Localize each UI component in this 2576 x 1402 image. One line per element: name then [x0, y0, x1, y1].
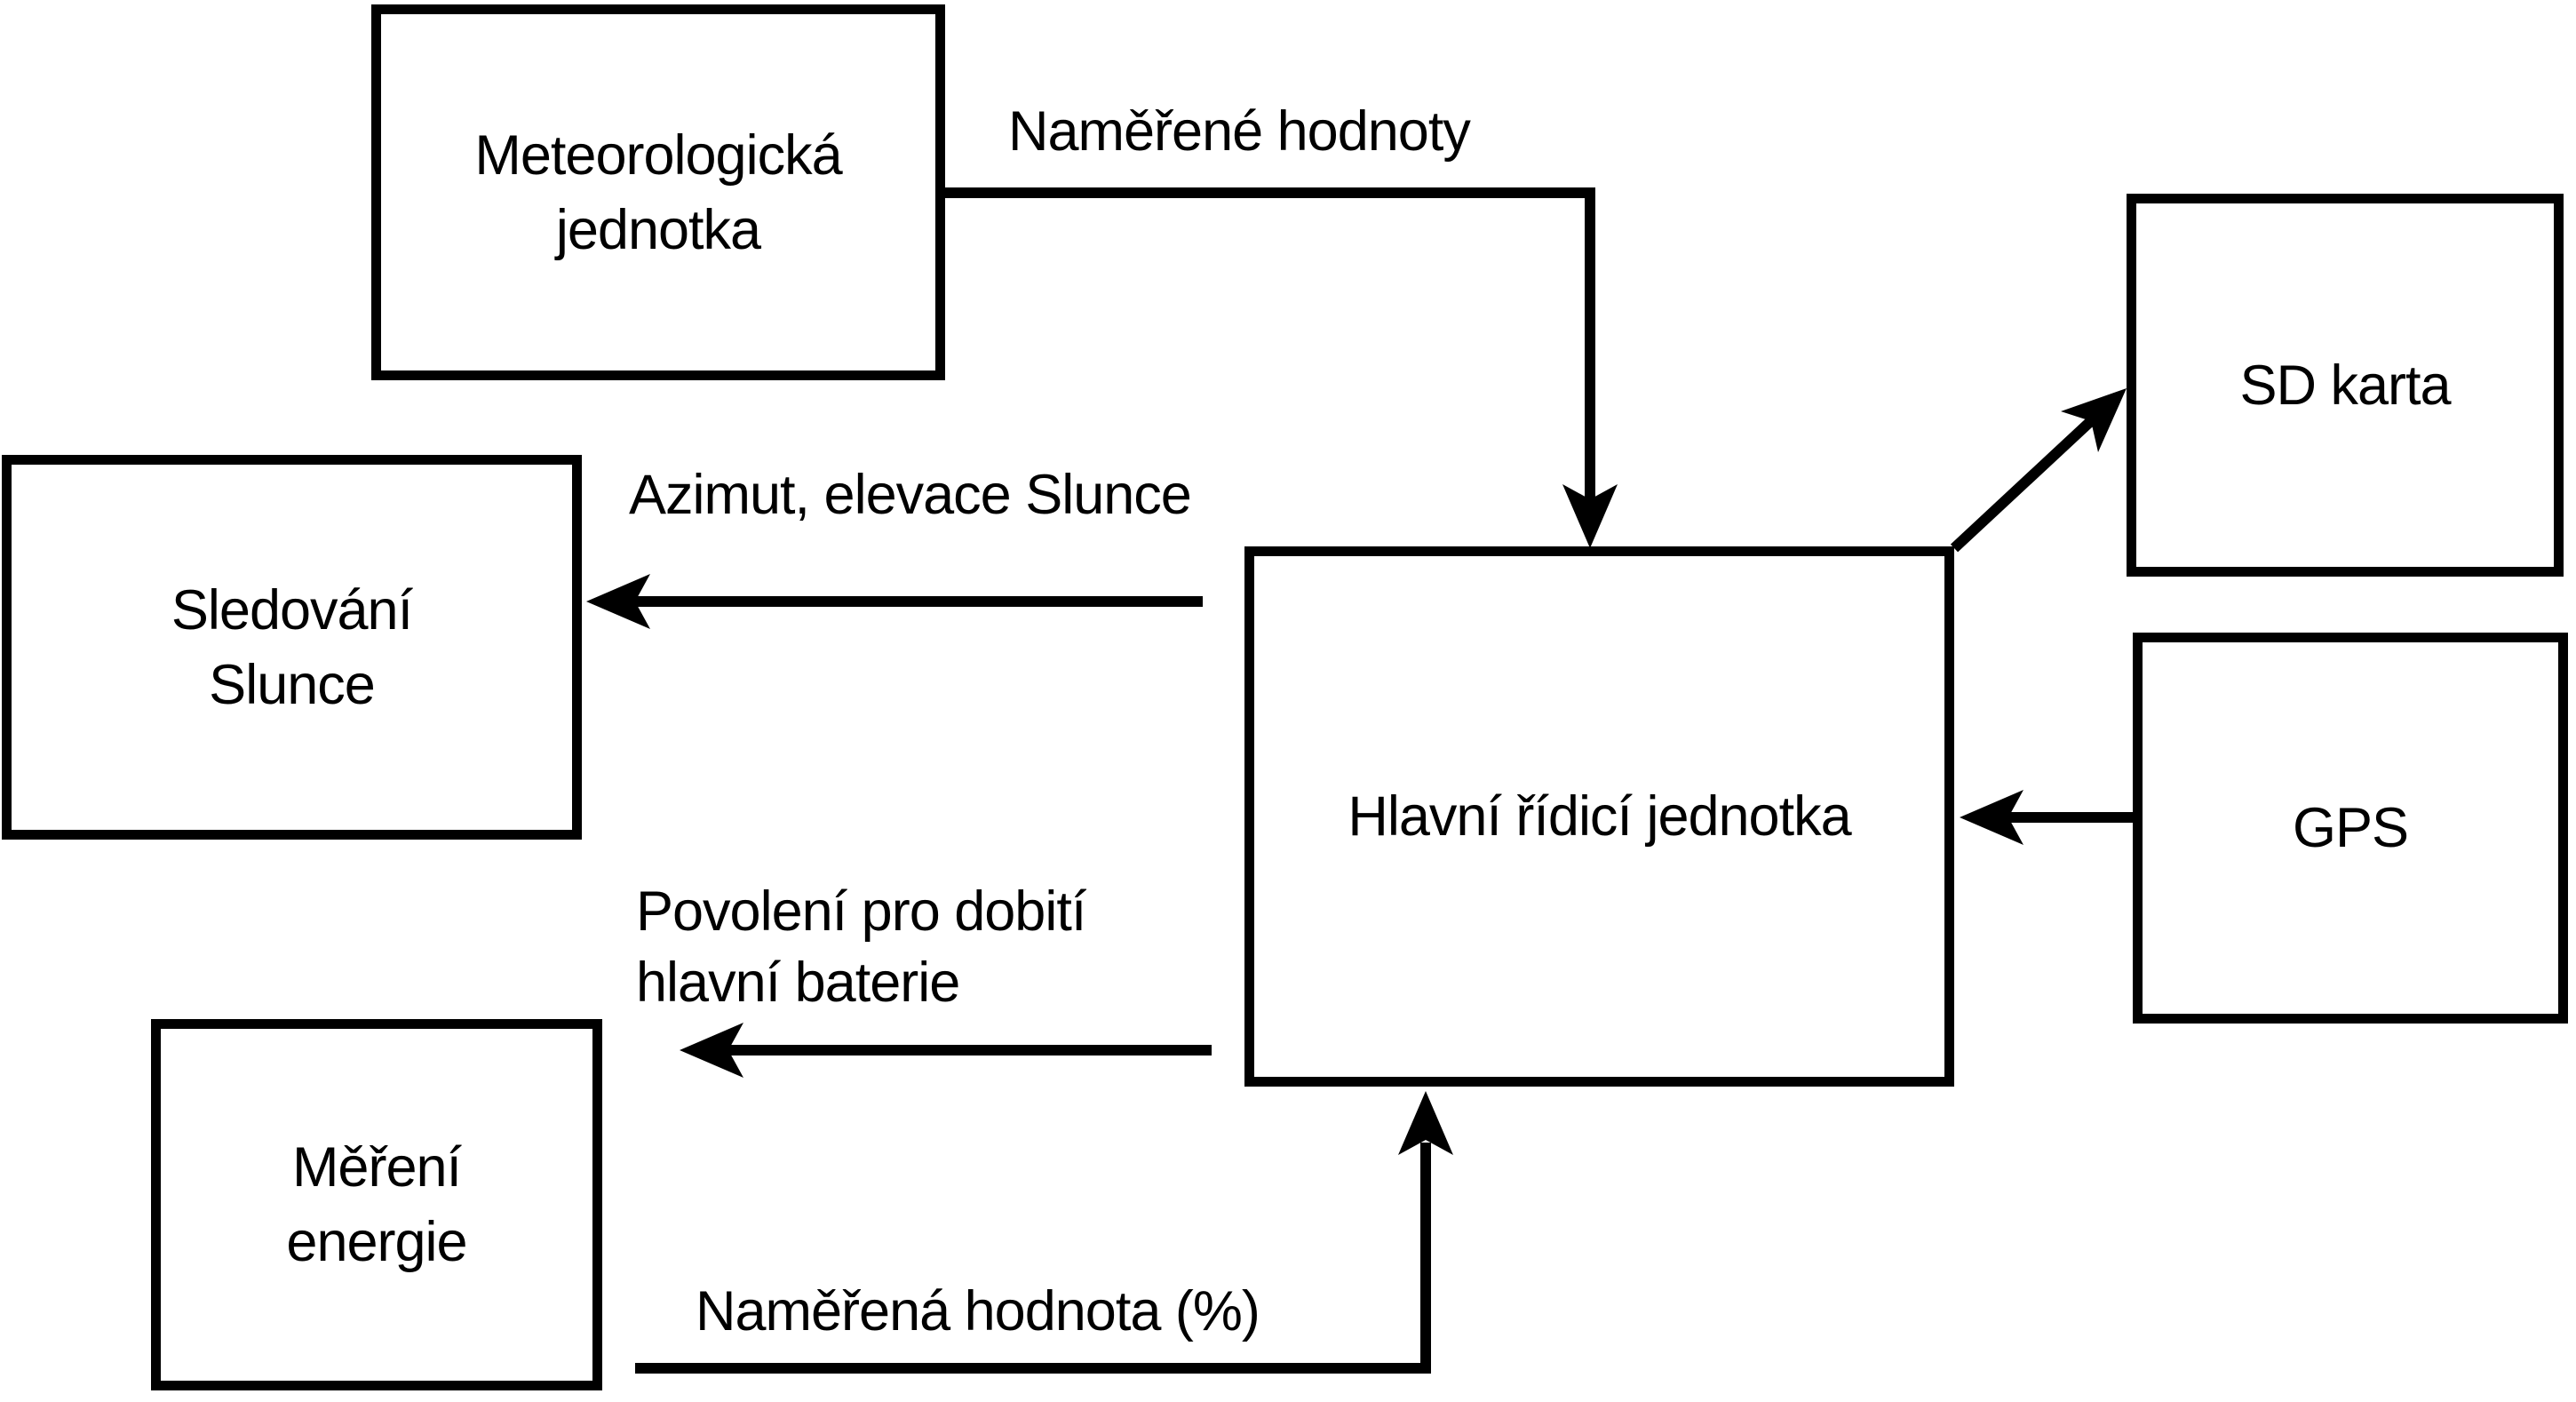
- arrow-energy-to-main-shaft: [635, 1143, 1431, 1374]
- arrowhead-left-icon: [680, 1023, 743, 1078]
- edge-label-measured-value-percent: Naměřená hodnota (%): [696, 1280, 1260, 1342]
- node-label: jednotka: [555, 198, 761, 261]
- edge-label-charging-permission: Povolení pro dobití hlavní baterie: [636, 880, 1086, 1014]
- node-label: energie: [286, 1211, 467, 1273]
- node-label: SD karta: [2239, 354, 2451, 417]
- node-energy-measurement: Měření energie: [151, 1019, 602, 1390]
- node-sd-card: SD karta: [2127, 194, 2564, 577]
- node-meteorological-unit: Meteorologická jednotka: [371, 4, 945, 380]
- node-label: Sledování: [171, 578, 413, 641]
- arrowhead-left-icon: [586, 574, 650, 629]
- edge-label-measured-values: Naměřené hodnoty: [1008, 100, 1471, 163]
- node-main-control-unit: Hlavní řídicí jednotka: [1244, 546, 1954, 1087]
- arrowhead-diagonal-icon: [2061, 388, 2127, 452]
- arrowhead-left-icon: [1960, 790, 2023, 845]
- edge-label-azimuth-elevation: Azimut, elevace Slunce: [629, 464, 1192, 526]
- arrowhead-down-icon: [1562, 484, 1618, 548]
- node-label: Hlavní řídicí jednotka: [1348, 785, 1851, 848]
- node-label: GPS: [2292, 797, 2409, 859]
- arrowhead-up-icon: [1398, 1091, 1453, 1155]
- arrow-meteo-to-main-shaft: [942, 187, 1595, 502]
- node-sun-tracking: Sledování Slunce: [2, 455, 582, 840]
- node-label: Slunce: [209, 653, 376, 716]
- node-gps: GPS: [2133, 633, 2568, 1024]
- node-label: Meteorologická: [474, 123, 842, 187]
- arrow-main-to-sdcard-shaft: [1950, 414, 2098, 553]
- node-label: Měření: [291, 1136, 462, 1199]
